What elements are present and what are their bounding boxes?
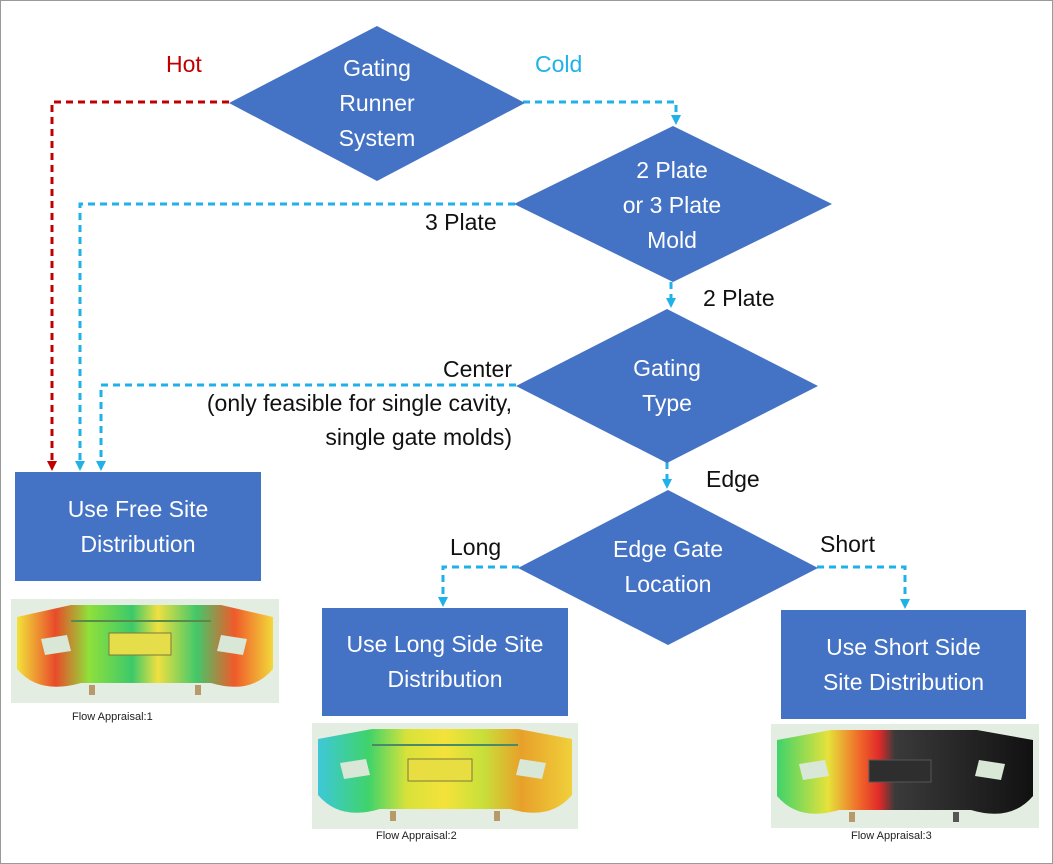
outcome-short-line-1: Use Short Side bbox=[826, 633, 981, 660]
connector-short bbox=[817, 565, 910, 609]
decision-gating-line-2: Type bbox=[642, 390, 692, 416]
outcome-long-line-1: Use Long Side Site bbox=[346, 631, 544, 657]
edge-label-center: Center (only feasible for single cavity,… bbox=[140, 352, 512, 454]
connector-center bbox=[96, 383, 516, 471]
decision-runner-line-3: System bbox=[338, 124, 416, 151]
edge-label-edge: Edge bbox=[706, 466, 760, 492]
decision-runner-line-1: Gating bbox=[343, 54, 411, 81]
edge-label-2-plate: 2 Plate bbox=[703, 285, 775, 311]
outcome-short-line-2: Site Distribution bbox=[822, 668, 985, 695]
edge-label-cold: Cold bbox=[535, 51, 583, 77]
edge-label-center-line-1: Center bbox=[442, 356, 512, 382]
bumper-heatmap-image-partial bbox=[777, 730, 1033, 822]
edge-label-long: Long bbox=[450, 534, 502, 560]
caption-short-side: Flow Appraisal:3 bbox=[851, 830, 932, 842]
connector-long bbox=[438, 565, 519, 607]
decision-edge-location-label: Edge Gate Location bbox=[588, 532, 748, 602]
outcome-free-site-box bbox=[15, 472, 261, 581]
caption-free-site: Flow Appraisal:1 bbox=[72, 711, 153, 723]
outcome-long-side-box bbox=[322, 608, 568, 716]
thumbnail-long-side bbox=[312, 723, 578, 829]
edge-label-center-line-3: single gate molds) bbox=[325, 424, 512, 450]
connector-cold bbox=[523, 100, 681, 125]
decision-plate-mold-label: 2 Plate or 3 Plate Mold bbox=[584, 152, 760, 258]
decision-edge-line-2: Location bbox=[624, 571, 712, 597]
decision-plate-mold bbox=[514, 126, 832, 282]
outcome-long-side-label: Use Long Side Site Distribution bbox=[322, 608, 568, 716]
edge-label-hot: Hot bbox=[166, 51, 202, 77]
decision-gating-type-label: Gating Type bbox=[587, 351, 747, 421]
edge-label-center-line-2: (only feasible for single cavity, bbox=[206, 390, 512, 416]
outcome-free-line-2: Distribution bbox=[80, 530, 196, 557]
bumper-heatmap-image bbox=[318, 729, 572, 821]
caption-long-side: Flow Appraisal:2 bbox=[376, 830, 457, 842]
decision-gating-line-1: Gating bbox=[633, 355, 701, 381]
decision-plate-line-1: 2 Plate bbox=[636, 156, 708, 183]
decision-gating-type bbox=[516, 309, 818, 463]
outcome-free-site-label: Use Free Site Distribution bbox=[15, 472, 261, 581]
decision-plate-line-2: or 3 Plate bbox=[622, 191, 722, 218]
edge-label-short: Short bbox=[820, 531, 875, 557]
thumbnail-short-side bbox=[771, 724, 1039, 828]
decision-runner-system-label: Gating Runner System bbox=[290, 50, 464, 156]
decision-runner-line-2: Runner bbox=[339, 89, 415, 116]
outcome-short-side-label: Use Short Side Site Distribution bbox=[781, 610, 1026, 719]
decision-edge-line-1: Edge Gate bbox=[613, 536, 723, 562]
decision-edge-location bbox=[518, 490, 818, 645]
decision-plate-line-3: Mold bbox=[647, 226, 697, 253]
outcome-free-line-1: Use Free Site bbox=[67, 495, 209, 522]
outcome-short-side-box bbox=[781, 610, 1026, 719]
outcome-long-line-2: Distribution bbox=[387, 666, 503, 692]
connector-3-plate bbox=[75, 202, 515, 471]
edge-label-3-plate: 3 Plate bbox=[425, 209, 497, 235]
thumbnail-free-site bbox=[11, 599, 279, 703]
decision-runner-system bbox=[229, 26, 525, 181]
bumper-heatmap-image bbox=[17, 605, 273, 695]
